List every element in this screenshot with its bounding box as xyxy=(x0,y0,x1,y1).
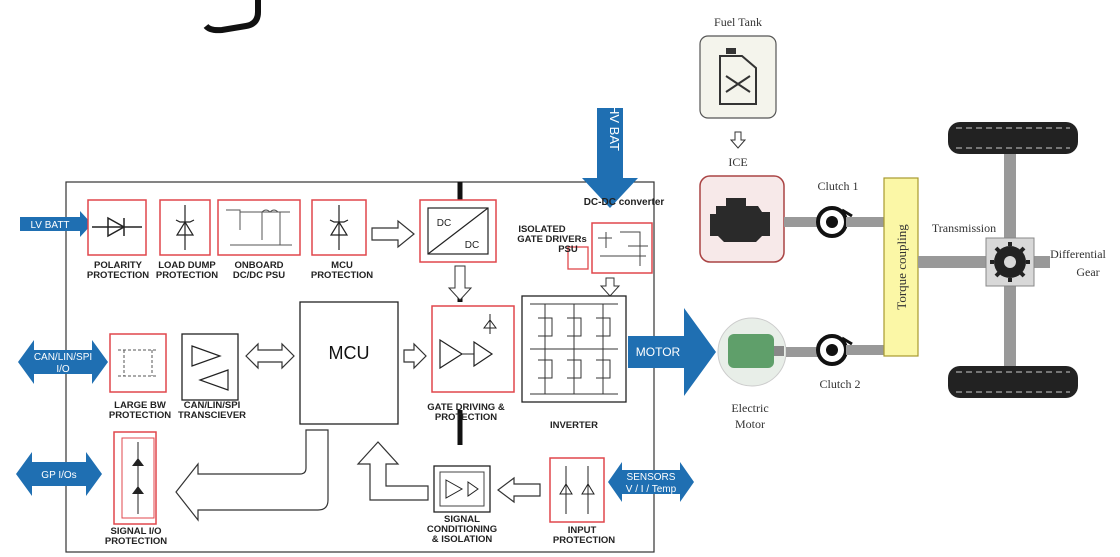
large-bw-label-2: PROTECTION xyxy=(109,410,171,421)
differential-label-2: Gear xyxy=(1076,265,1099,279)
arrow-signal-to-mcu xyxy=(356,441,429,501)
mcu-block: MCU xyxy=(299,301,399,425)
torque-label: Torque coupling xyxy=(894,224,909,310)
arrow-to-dcdc xyxy=(371,219,415,249)
inverter-block: INVERTER xyxy=(521,295,627,431)
signal-cond-label-1: SIGNAL xyxy=(444,514,480,525)
transceiver-label-2: TRANSCIEVER xyxy=(178,410,246,421)
fuel-to-ice-arrow xyxy=(729,131,747,149)
large-bw-protection-block: LARGE BW PROTECTION xyxy=(109,333,171,421)
gp-io-label: GP I/Os xyxy=(41,470,76,481)
transmission-label: Transmission xyxy=(932,221,996,235)
arrow-mcu-to-gate xyxy=(403,342,427,370)
polarity-label-1: POLARITY xyxy=(94,260,143,271)
sensors-port: SENSORS V / I / Temp xyxy=(608,462,694,502)
engine-icon xyxy=(699,175,785,263)
fuel-tank-label: Fuel Tank xyxy=(714,15,762,29)
can-io-port: CAN/LIN/SPI I/O xyxy=(18,340,108,384)
sensors-label-2: V / I / Temp xyxy=(626,484,677,495)
mcu-prot-label-1: MCU xyxy=(331,260,353,271)
load-dump-protection-block: LOAD DUMP PROTECTION xyxy=(156,199,218,281)
signal-io-label-1: SIGNAL I/O xyxy=(110,526,161,537)
gate-label-1: GATE DRIVING & xyxy=(427,402,505,413)
mcu-label: MCU xyxy=(329,343,370,363)
dcdc-title-1: DC-DC converter xyxy=(584,197,665,208)
iso-gate-psu-block: ISOLATED GATE DRIVERs PSU xyxy=(517,222,653,274)
transceiver-label-1: CAN/LIN/SPI xyxy=(184,400,240,411)
onboard-label-2: DC/DC PSU xyxy=(233,270,285,281)
sensors-label-1: SENSORS xyxy=(627,472,676,483)
mcu-prot-label-2: PROTECTION xyxy=(311,270,373,281)
dc-bottom-label: DC xyxy=(465,240,479,251)
dcdc-converter-block: DC DC xyxy=(419,199,497,263)
fuel-tank-icon xyxy=(699,35,777,119)
clutch1-label: Clutch 1 xyxy=(818,179,859,193)
iso-gate-label-2: GATE DRIVERs xyxy=(517,234,587,245)
mcu-protection-block: MCU PROTECTION xyxy=(311,199,373,281)
hv-bat-label: HV BAT xyxy=(607,105,622,151)
gp-io-port: GP I/Os xyxy=(16,452,102,496)
can-io-label-2: I/O xyxy=(56,364,70,375)
iso-gate-label-1: ISOLATED xyxy=(518,224,565,235)
motor-label: MOTOR xyxy=(636,345,681,359)
electric-motor-label-1: Electric xyxy=(731,401,768,415)
arrow-dcdc-to-gate xyxy=(447,265,473,301)
signal-io-protection-block: SIGNAL I/O PROTECTION xyxy=(105,431,167,547)
gate-label-2: PROTECTION xyxy=(435,412,497,423)
differential-label-1: Differential xyxy=(1050,247,1106,261)
polarity-protection-block: POLARITY PROTECTION xyxy=(87,199,149,281)
onboard-label-1: ONBOARD xyxy=(234,260,283,271)
lv-batt-port: LV BATT xyxy=(20,211,92,237)
arrow-psu-to-inverter xyxy=(599,277,621,297)
inverter-label: INVERTER xyxy=(550,420,598,431)
differential-gear-icon xyxy=(985,237,1035,287)
iso-gate-label-3: PSU xyxy=(558,244,578,255)
transceiver-block: CAN/LIN/SPI TRANSCIEVER xyxy=(178,333,246,421)
gate-driving-block: GATE DRIVING & PROTECTION xyxy=(427,305,515,423)
lv-batt-label: LV BATT xyxy=(30,220,69,231)
ice-label: ICE xyxy=(728,155,747,169)
polarity-label-2: PROTECTION xyxy=(87,270,149,281)
arrow-mcu-to-signal-io xyxy=(175,429,329,522)
signal-io-label-2: PROTECTION xyxy=(105,536,167,547)
signal-cond-label-2: CONDITIONING xyxy=(427,524,497,535)
electric-motor-label-2: Motor xyxy=(735,417,765,431)
input-prot-label-2: PROTECTION xyxy=(553,535,615,546)
signal-conditioning-block: SIGNAL CONDITIONING & ISOLATION xyxy=(427,465,497,545)
onboard-dcdc-block: ONBOARD DC/DC PSU xyxy=(217,199,301,281)
electric-motor-icon xyxy=(717,317,787,387)
cropped-title-glyph xyxy=(203,0,261,34)
clutch2-label: Clutch 2 xyxy=(820,377,861,391)
torque-coupling-block: Torque coupling xyxy=(883,177,919,357)
bottom-tire xyxy=(948,366,1078,398)
arrow-transceiver-mcu xyxy=(245,342,295,370)
can-io-label-1: CAN/LIN/SPI xyxy=(34,352,92,363)
arrow-input-to-signal xyxy=(497,476,541,504)
load-dump-label-2: PROTECTION xyxy=(156,270,218,281)
load-dump-label-1: LOAD DUMP xyxy=(158,260,216,271)
input-protection-block: INPUT PROTECTION xyxy=(549,457,615,546)
input-prot-label-1: INPUT xyxy=(568,525,597,536)
signal-cond-label-3: & ISOLATION xyxy=(432,534,493,545)
top-tire xyxy=(948,122,1078,154)
large-bw-label-1: LARGE BW xyxy=(114,400,166,411)
dc-top-label: DC xyxy=(437,218,451,229)
motor-output-arrow: MOTOR xyxy=(628,308,716,396)
hv-bat-port: HV BAT xyxy=(582,105,638,208)
